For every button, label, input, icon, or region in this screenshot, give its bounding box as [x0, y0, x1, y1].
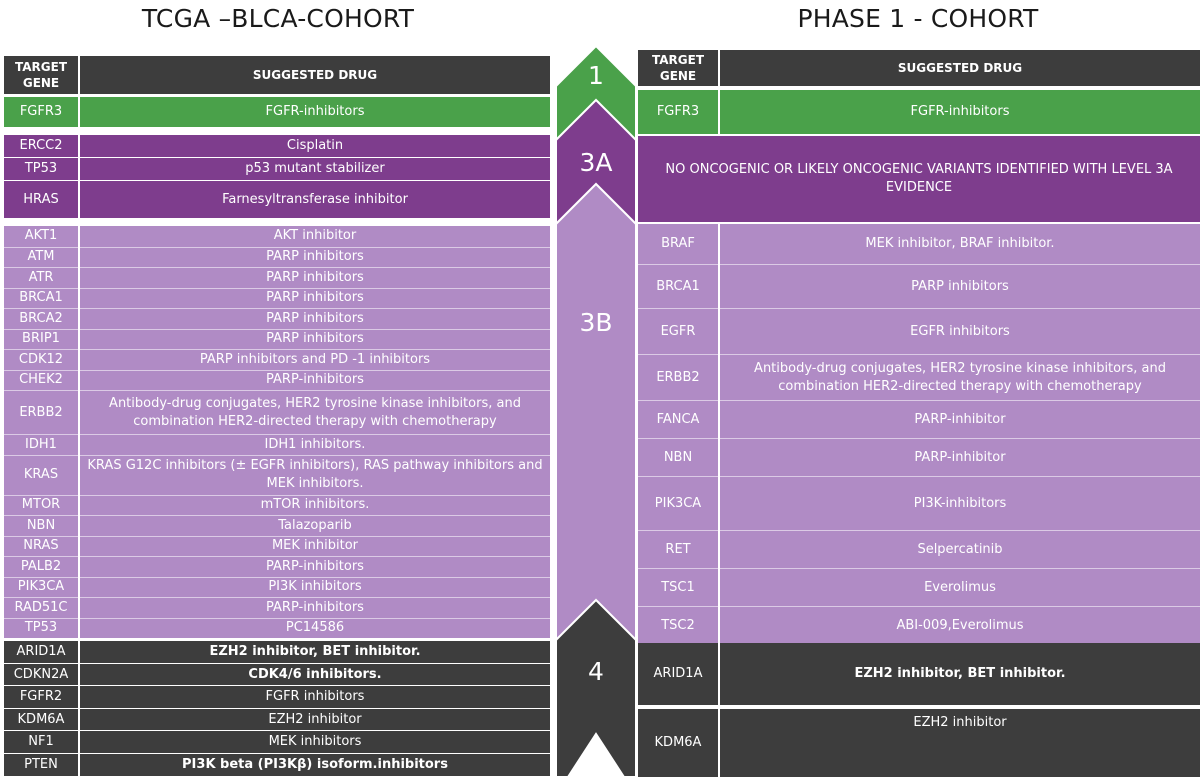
left-gene-cell: NBN	[4, 515, 78, 536]
left-gene-cell: HRAS	[4, 181, 78, 218]
left-drug-cell: Farnesyltransferase inhibitor	[80, 181, 550, 218]
left-drug-cell: PARP-inhibitors	[80, 597, 550, 618]
left-gene-cell: NF1	[4, 731, 78, 753]
left-gene-cell: MTOR	[4, 494, 78, 515]
left-drug-cell: FGFR inhibitors	[80, 686, 550, 708]
left-drug-cell: MEK inhibitor	[80, 535, 550, 556]
left-drug-cell: Cisplatin	[80, 135, 550, 157]
right-drug-cell: EZH2 inhibitor, BET inhibitor.	[720, 643, 1200, 705]
left-gene-cell: AKT1	[4, 226, 78, 247]
left-drug-cell: EZH2 inhibitor	[80, 708, 550, 731]
left-drug-cell: KRAS G12C inhibitors (± EGFR inhibitors)…	[80, 454, 550, 495]
level-1-label: 1	[588, 61, 604, 90]
left-drug-cell: IDH1 inhibitors.	[80, 434, 550, 455]
left-header-drug: SUGGESTED DRUG	[80, 56, 550, 94]
left-drug-cell: PARP inhibitors and PD -1 inhibitors	[80, 349, 550, 370]
left-gene-cell: BRIP1	[4, 328, 78, 349]
right-drug-cell: EZH2 inhibitor	[720, 709, 1200, 777]
left-gene-cell: PALB2	[4, 556, 78, 577]
right-drug-cell: PI3K-inhibitors	[720, 476, 1200, 530]
right-gene-cell: ARID1A	[638, 643, 718, 705]
left-gene-cell: IDH1	[4, 434, 78, 455]
left-drug-cell: EZH2 inhibitor, BET inhibitor.	[80, 641, 550, 663]
left-drug-cell: PARP inhibitors	[80, 328, 550, 349]
left-gene-cell: NRAS	[4, 535, 78, 556]
right-gene-cell: KDM6A	[638, 709, 718, 777]
left-drug-cell: PARP inhibitors	[80, 246, 550, 267]
right-drug-cell: PARP-inhibitor	[720, 438, 1200, 476]
right-gene-cell: NBN	[638, 438, 718, 476]
left-gene-cell: CHEK2	[4, 369, 78, 390]
right-drug-cell: Antibody-drug conjugates, HER2 tyrosine …	[720, 354, 1200, 400]
left-header-gene: TARGET GENE	[4, 56, 78, 94]
left-gene-cell: RAD51C	[4, 597, 78, 618]
left-drug-cell: PC14586	[80, 617, 550, 638]
level-3a-label: 3A	[579, 148, 612, 177]
right-drug-cell: PARP-inhibitor	[720, 400, 1200, 438]
right-drug-cell: Selpercatinib	[720, 530, 1200, 568]
left-drug-cell: PARP inhibitors	[80, 287, 550, 308]
left-gene-cell: KRAS	[4, 454, 78, 495]
left-gene-cell: CDK12	[4, 349, 78, 370]
left-gene-cell: TP53	[4, 617, 78, 638]
right-gene-cell: PIK3CA	[638, 476, 718, 530]
left-drug-cell: PI3K inhibitors	[80, 576, 550, 597]
right-gene-cell: BRAF	[638, 224, 718, 264]
left-drug-cell: PARP-inhibitors	[80, 556, 550, 577]
right-drug-cell: FGFR-inhibitors	[720, 90, 1200, 134]
left-gene-cell: TP53	[4, 158, 78, 180]
level-4-arrow	[555, 598, 637, 777]
left-gene-cell: KDM6A	[4, 708, 78, 731]
left-gene-cell: PIK3CA	[4, 576, 78, 597]
left-drug-cell: CDK4/6 inhibitors.	[80, 663, 550, 686]
left-drug-cell: PARP inhibitors	[80, 308, 550, 329]
right-gene-cell: TSC2	[638, 606, 718, 644]
right-header-gene: TARGET GENE	[638, 50, 718, 86]
right-gene-cell: ERBB2	[638, 354, 718, 400]
left-gene-cell: PTEN	[4, 754, 78, 776]
right-3a-note: NO ONCOGENIC OR LIKELY ONCOGENIC VARIANT…	[638, 136, 1200, 222]
right-gene-cell: RET	[638, 530, 718, 568]
right-drug-cell: EGFR inhibitors	[720, 308, 1200, 354]
level-1-arrow	[555, 44, 637, 143]
left-drug-cell: MEK inhibitors	[80, 731, 550, 753]
left-drug-cell: PARP inhibitors	[80, 267, 550, 288]
left-gene-cell: BRCA1	[4, 287, 78, 308]
left-gene-cell: CDKN2A	[4, 663, 78, 686]
level-4-label: 4	[588, 657, 604, 686]
left-gene-cell: BRCA2	[4, 308, 78, 329]
left-drug-cell: mTOR inhibitors.	[80, 494, 550, 515]
left-gene-cell: ATR	[4, 267, 78, 288]
left-drug-cell: FGFR-inhibitors	[80, 97, 550, 127]
right-gene-cell: BRCA1	[638, 264, 718, 308]
left-gene-cell: ERCC2	[4, 135, 78, 157]
left-drug-cell: Antibody-drug conjugates, HER2 tyrosine …	[80, 390, 550, 434]
left-drug-cell: Talazoparib	[80, 515, 550, 536]
left-drug-cell: PI3K beta (PI3Kβ) isoform.inhibitors	[80, 754, 550, 776]
right-gene-cell: FGFR3	[638, 90, 718, 134]
right-gene-cell: TSC1	[638, 568, 718, 606]
right-gene-cell: EGFR	[638, 308, 718, 354]
left-gene-cell: ATM	[4, 246, 78, 267]
level-3b-label: 3B	[579, 308, 612, 337]
left-drug-cell: AKT inhibitor	[80, 226, 550, 247]
left-gene-cell: ERBB2	[4, 390, 78, 434]
right-drug-cell: PARP inhibitors	[720, 264, 1200, 308]
right-drug-cell: Everolimus	[720, 568, 1200, 606]
left-drug-cell: p53 mutant stabilizer	[80, 158, 550, 180]
right-drug-cell: MEK inhibitor, BRAF inhibitor.	[720, 224, 1200, 264]
right-cohort-title: PHASE 1 - COHORT	[797, 4, 1039, 33]
right-drug-cell: ABI-009,Everolimus	[720, 606, 1200, 644]
left-gene-cell: ARID1A	[4, 641, 78, 663]
right-gene-cell: FANCA	[638, 400, 718, 438]
left-cohort-title: TCGA –BLCA-COHORT	[141, 4, 415, 33]
left-drug-cell: PARP-inhibitors	[80, 369, 550, 390]
level-3a-arrow	[555, 98, 637, 227]
left-gene-cell: FGFR2	[4, 686, 78, 708]
level-3b-arrow	[555, 182, 637, 643]
left-gene-cell: FGFR3	[4, 97, 78, 127]
right-header-drug: SUGGESTED DRUG	[720, 50, 1200, 86]
